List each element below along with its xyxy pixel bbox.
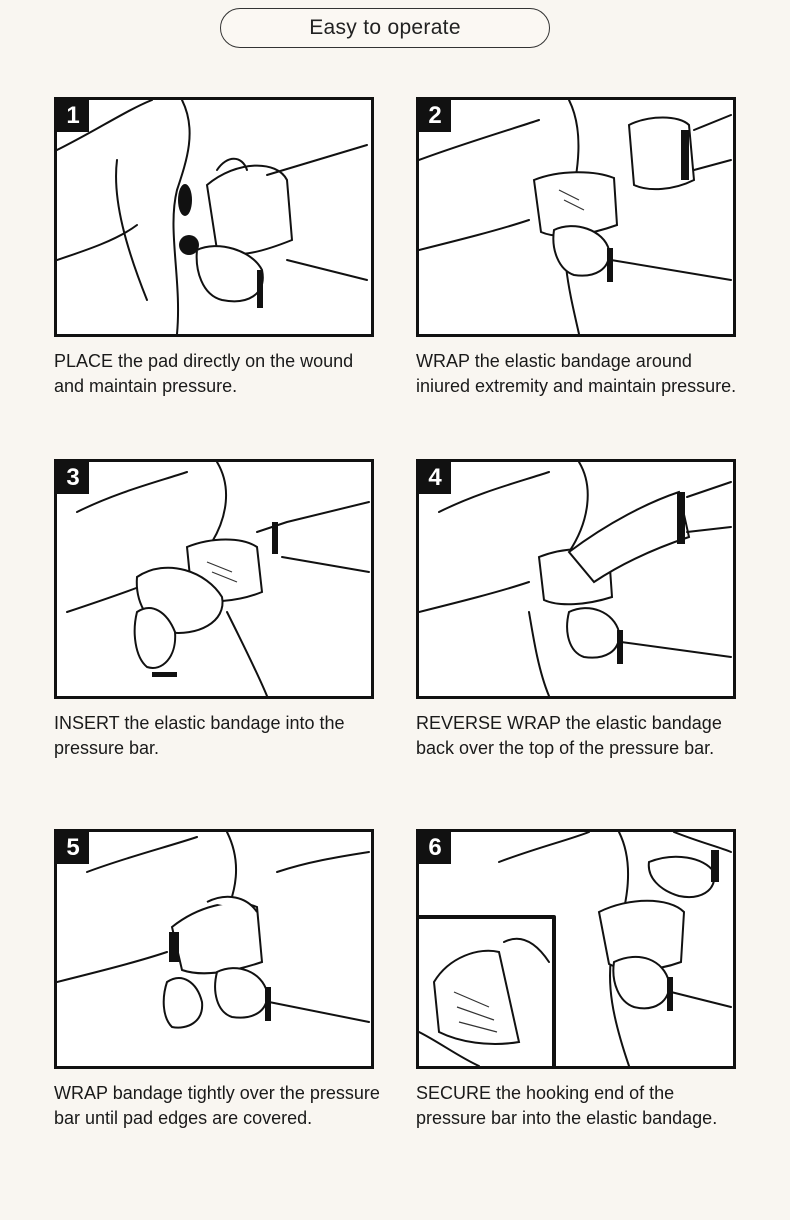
- step-2-text: the elastic bandage around iniured extre…: [416, 351, 737, 396]
- step-2-keyword: WRAP: [416, 351, 470, 371]
- step-5-number: 5: [57, 832, 89, 864]
- step-3-illustration: 3: [54, 459, 374, 699]
- step-1-drawing: [57, 100, 368, 334]
- step-5-drawing: [57, 832, 370, 1029]
- step-3-drawing: [66, 462, 370, 696]
- step-1-illustration: 1: [54, 97, 374, 337]
- step-6-caption: SECURE the hooking end of the pressure b…: [416, 1081, 746, 1131]
- step-5-text: bandage tightly over the pressure bar un…: [54, 1083, 380, 1128]
- step-3-caption: INSERT the elastic bandage into the pres…: [54, 711, 384, 761]
- step-2-drawing: [419, 100, 732, 334]
- step-1-text: the pad directly on the wound and mainta…: [54, 351, 354, 396]
- step-5-illustration: 5: [54, 829, 374, 1069]
- step-1-number: 1: [57, 100, 89, 132]
- step-5-keyword: WRAP: [54, 1083, 108, 1103]
- step-4-number: 4: [419, 462, 451, 494]
- step-1-keyword: PLACE: [54, 351, 114, 371]
- step-3-keyword: INSERT: [54, 713, 120, 733]
- step-2-number: 2: [419, 100, 451, 132]
- step-3-number: 3: [57, 462, 89, 494]
- step-4-keyword: REVERSE WRAP: [416, 713, 561, 733]
- page-title: Easy to operate: [220, 8, 550, 48]
- step-6-text: the hooking end of the pressure bar into…: [416, 1083, 718, 1128]
- step-2-illustration: 2: [416, 97, 736, 337]
- step-2-caption: WRAP the elastic bandage around iniured …: [416, 349, 746, 399]
- step-5-caption: WRAP bandage tightly over the pressure b…: [54, 1081, 384, 1131]
- step-6-keyword: SECURE: [416, 1083, 492, 1103]
- step-4-text: the elastic bandage back over the top of…: [416, 713, 722, 758]
- step-1-caption: PLACE the pad directly on the wound and …: [54, 349, 384, 399]
- step-6-number: 6: [419, 832, 451, 864]
- step-6-illustration: 6: [416, 829, 736, 1069]
- step-4-drawing: [419, 462, 732, 696]
- step-4-caption: REVERSE WRAP the elastic bandage back ov…: [416, 711, 746, 761]
- step-6-drawing: [419, 832, 732, 1066]
- step-3-text: the elastic bandage into the pressure ba…: [54, 713, 345, 758]
- step-4-illustration: 4: [416, 459, 736, 699]
